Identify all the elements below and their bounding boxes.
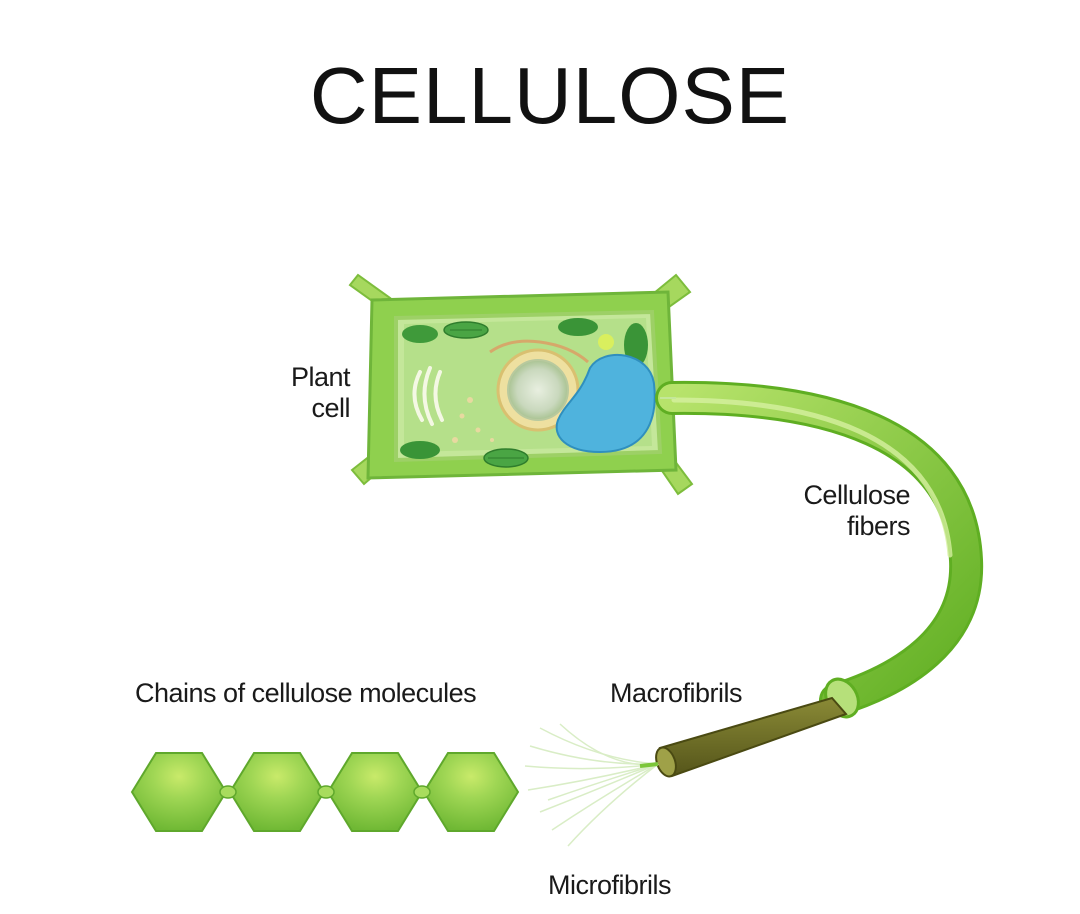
label-macrofibrils: Macrofibrils — [610, 678, 743, 708]
glucose-ring-4 — [422, 752, 520, 832]
cellulose-chain — [130, 752, 520, 832]
vesicles — [452, 334, 614, 443]
glycosidic-link-3 — [413, 785, 431, 799]
glucose-ring-3 — [326, 752, 424, 832]
plant-cell — [348, 273, 694, 496]
vacuole — [555, 354, 656, 454]
cellulose-fiber — [655, 380, 984, 719]
endoplasmic-reticulum — [489, 339, 589, 364]
microfibrils — [524, 723, 659, 847]
glycosidic-link-2 — [317, 785, 335, 799]
label-plant-cell: Plant cell — [290, 362, 351, 423]
glucose-ring-2 — [228, 752, 326, 832]
nucleus — [496, 348, 580, 432]
macrofibril — [655, 696, 848, 778]
label-microfibrils: Microfibrils — [548, 870, 672, 900]
diagram-title: CELLULOSE — [309, 51, 791, 140]
label-cellulose-fibers: Cellulose fibers — [803, 480, 910, 541]
glycosidic-link-1 — [219, 785, 237, 799]
golgi-apparatus — [412, 366, 444, 426]
label-chains: Chains of cellulose molecules — [135, 678, 477, 708]
glucose-ring-1 — [130, 752, 228, 832]
